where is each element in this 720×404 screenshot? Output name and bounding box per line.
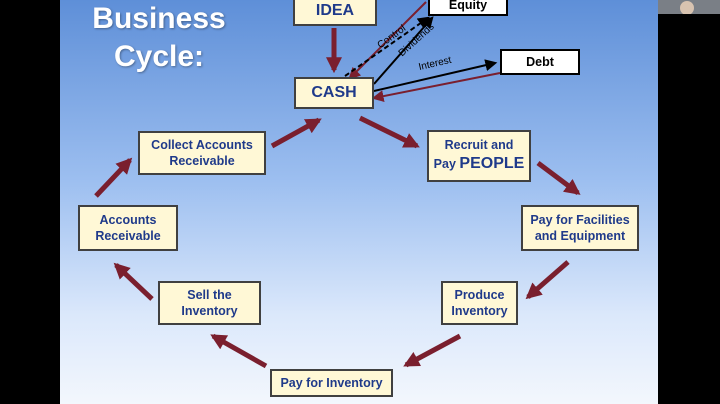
arrow-cash-to-recruit <box>358 115 420 149</box>
arrow-produce-to-payinventory <box>403 333 462 368</box>
presenter-face-icon <box>680 1 694 14</box>
node-sell-inventory: Sell the Inventory <box>158 281 261 325</box>
slide: Business Cycle: IDEA Equity Debt CASH Co… <box>60 0 658 404</box>
arrow-equity-to-cash <box>348 1 427 80</box>
title-line-2: Cycle: <box>113 40 205 73</box>
arrow-layer <box>94 1 581 369</box>
arrow-recruit-to-facilities <box>536 161 581 195</box>
arrow-interest <box>373 59 498 92</box>
node-pay-facilities: Pay for Facilities and Equipment <box>521 205 639 251</box>
node-sell-line2: Inventory <box>181 304 238 318</box>
node-produce-line1: Produce <box>454 287 505 302</box>
node-recruit-pay: Pay <box>433 156 456 171</box>
node-accounts-receivable: Accounts Receivable <box>78 205 178 251</box>
arrow-debt-to-cash <box>371 72 501 103</box>
node-equity: Equity <box>428 0 508 16</box>
node-facilities-line1: Pay for Facilities <box>530 212 630 227</box>
node-collect-line2: Receivable <box>169 154 235 168</box>
node-recruit-people: PEOPLE <box>459 154 525 172</box>
node-produce-line2: Inventory <box>451 304 508 318</box>
node-collect-ar: Collect Accounts Receivable <box>138 131 266 175</box>
node-debt: Debt <box>500 49 580 75</box>
node-facilities-line2: and Equipment <box>534 229 626 243</box>
node-idea: IDEA <box>293 0 377 26</box>
node-sell-line1: Sell the <box>187 287 232 302</box>
slide-title: Business Cycle: <box>84 0 234 76</box>
arrow-collect-to-cash <box>270 117 322 149</box>
arrow-dividends <box>373 16 434 85</box>
node-idea-label: IDEA <box>315 1 355 19</box>
node-equity-label: Equity <box>448 0 488 12</box>
node-collect-line1: Collect Accounts <box>151 137 253 152</box>
node-pay-for-inventory: Pay for Inventory <box>270 369 393 397</box>
arrow-sell-to-ar <box>113 262 154 301</box>
node-recruit-line1: Recruit and <box>444 138 514 153</box>
node-cash-label: CASH <box>311 83 357 101</box>
arrow-control <box>344 16 430 77</box>
arrow-facilities-to-produce <box>525 260 570 300</box>
node-ar-line2: Receivable <box>95 229 161 243</box>
node-recruit-and-pay-people: Recruit and Pay PEOPLE <box>427 130 531 182</box>
arrow-payinventory-to-sell <box>210 333 268 369</box>
node-pay-inventory-label: Pay for Inventory <box>280 375 383 390</box>
presenter-video-thumbnail <box>658 0 720 14</box>
node-ar-line1: Accounts <box>99 212 157 227</box>
node-cash: CASH <box>294 77 374 109</box>
node-debt-label: Debt <box>526 54 554 69</box>
arrow-ar-to-collect <box>94 157 133 198</box>
title-line-1: Business <box>92 2 226 35</box>
node-produce-inventory: Produce Inventory <box>441 281 518 325</box>
